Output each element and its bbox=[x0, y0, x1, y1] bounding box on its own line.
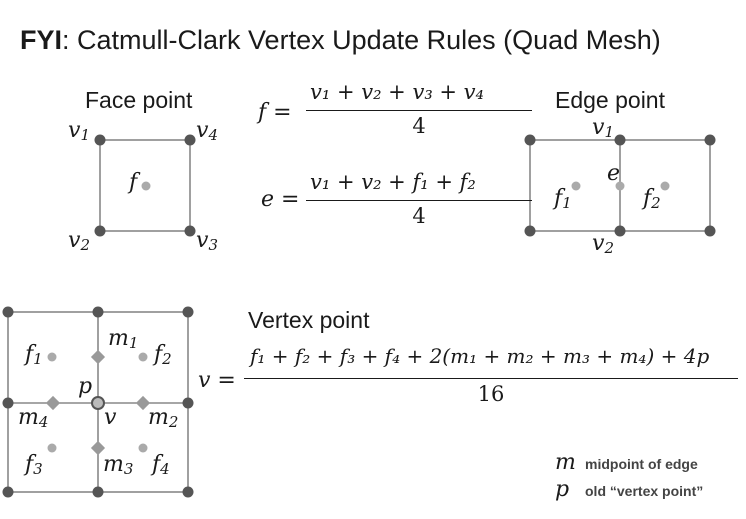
edge-formula-lhs: e = bbox=[261, 187, 300, 212]
vertex bbox=[182, 306, 194, 318]
edge-formula-numerator: v₁ + v₂ + f₁ + f₂ bbox=[310, 170, 476, 194]
label-m1: m1 bbox=[108, 326, 138, 352]
label-v: v bbox=[104, 405, 117, 430]
edge-vertex-v1 bbox=[614, 134, 626, 146]
face-point-f1 bbox=[47, 352, 57, 362]
label-m3: m3 bbox=[103, 452, 133, 478]
vertex bbox=[92, 486, 104, 498]
vertex-point-diagram: f1 f2 f3 f4 m1 m2 m3 m4 p v bbox=[2, 306, 194, 498]
label-v1: v1 bbox=[68, 118, 90, 144]
label-f3: f3 bbox=[23, 452, 43, 478]
label-f2: f2 bbox=[152, 342, 172, 368]
edge-point-diagram: v1 v2 f1 f2 e bbox=[524, 115, 716, 257]
label-v2: v2 bbox=[68, 228, 90, 254]
label-v3: v3 bbox=[196, 228, 218, 254]
edge-formula-denominator: 4 bbox=[412, 204, 426, 228]
face-point-f2 bbox=[138, 352, 148, 362]
edge-formula-bar bbox=[306, 200, 532, 202]
page-title: FYI: Catmull-Clark Vertex Update Rules (… bbox=[20, 22, 661, 58]
legend-item-m: m midpoint of edge bbox=[555, 450, 698, 475]
label-edge-e: e bbox=[607, 161, 620, 186]
vertex-formula-denominator: 16 bbox=[477, 382, 505, 406]
legend-symbol-m: m bbox=[555, 450, 576, 475]
label-f4: f4 bbox=[150, 452, 170, 478]
face-point-diagram: v1 v4 v2 v3 f bbox=[68, 118, 218, 254]
midpoint-m2 bbox=[135, 395, 151, 411]
edge-vertex bbox=[704, 134, 716, 146]
vertex-formula-numerator: f₁ + f₂ + f₃ + f₄ + 2(m₁ + m₂ + m₃ + m₄)… bbox=[250, 344, 710, 368]
vertex-point-caption: Vertex point bbox=[248, 307, 370, 333]
edge-point-caption: Edge point bbox=[555, 87, 665, 113]
face-point-f4 bbox=[138, 443, 148, 453]
label-m4: m4 bbox=[18, 405, 48, 431]
edge-vertex-v2 bbox=[614, 225, 626, 237]
legend-symbol-p: p bbox=[555, 477, 570, 502]
face-vertex-v1 bbox=[94, 134, 106, 146]
vertex bbox=[2, 486, 14, 498]
face-point-caption: Face point bbox=[85, 87, 193, 113]
label-edge-f2: f2 bbox=[641, 186, 661, 212]
old-vertex-point-p bbox=[91, 396, 105, 410]
face-vertex-v2 bbox=[94, 225, 106, 237]
vertex bbox=[2, 306, 14, 318]
legend-text-p: old “vertex point” bbox=[585, 483, 704, 499]
edge-point-e bbox=[615, 181, 625, 191]
vertex bbox=[182, 397, 194, 409]
edge-vertex bbox=[524, 225, 536, 237]
face-point-f3 bbox=[47, 443, 57, 453]
label-edge-v2: v2 bbox=[592, 231, 614, 257]
face-quad bbox=[99, 139, 191, 232]
vertex bbox=[92, 306, 104, 318]
face-vertex-v4 bbox=[184, 134, 196, 146]
label-p: p bbox=[78, 374, 92, 399]
face-formula-denominator: 4 bbox=[412, 114, 426, 138]
title-text: : Catmull-Clark Vertex Update Rules (Qua… bbox=[62, 25, 661, 55]
vertex bbox=[2, 397, 14, 409]
edge-face-point-f2 bbox=[660, 181, 670, 191]
vertex bbox=[182, 486, 194, 498]
label-f: f bbox=[127, 170, 141, 195]
legend-item-p: p old “vertex point” bbox=[555, 477, 703, 502]
title-fyi: FYI bbox=[20, 25, 63, 55]
vertex-formula-lhs: v = bbox=[198, 368, 236, 393]
legend-text-m: midpoint of edge bbox=[585, 456, 698, 472]
label-v4: v4 bbox=[196, 118, 218, 144]
label-edge-f1: f1 bbox=[552, 186, 572, 212]
vertex-formula-bar bbox=[244, 378, 738, 380]
face-formula-bar bbox=[306, 110, 532, 112]
face-formula-numerator: v₁ + v₂ + v₃ + v₄ bbox=[310, 80, 484, 104]
edge-face-point-f1 bbox=[571, 181, 581, 191]
face-point-f bbox=[141, 181, 151, 191]
edge-vertex bbox=[704, 225, 716, 237]
face-formula-lhs: f = bbox=[258, 100, 292, 125]
label-f1: f1 bbox=[23, 342, 43, 368]
label-edge-v1: v1 bbox=[592, 115, 614, 141]
label-m2: m2 bbox=[148, 405, 178, 431]
edge-vertex bbox=[524, 134, 536, 146]
midpoint-m1 bbox=[90, 349, 106, 365]
midpoint-m4 bbox=[45, 395, 61, 411]
midpoint-m3 bbox=[90, 440, 106, 456]
face-vertex-v3 bbox=[184, 225, 196, 237]
